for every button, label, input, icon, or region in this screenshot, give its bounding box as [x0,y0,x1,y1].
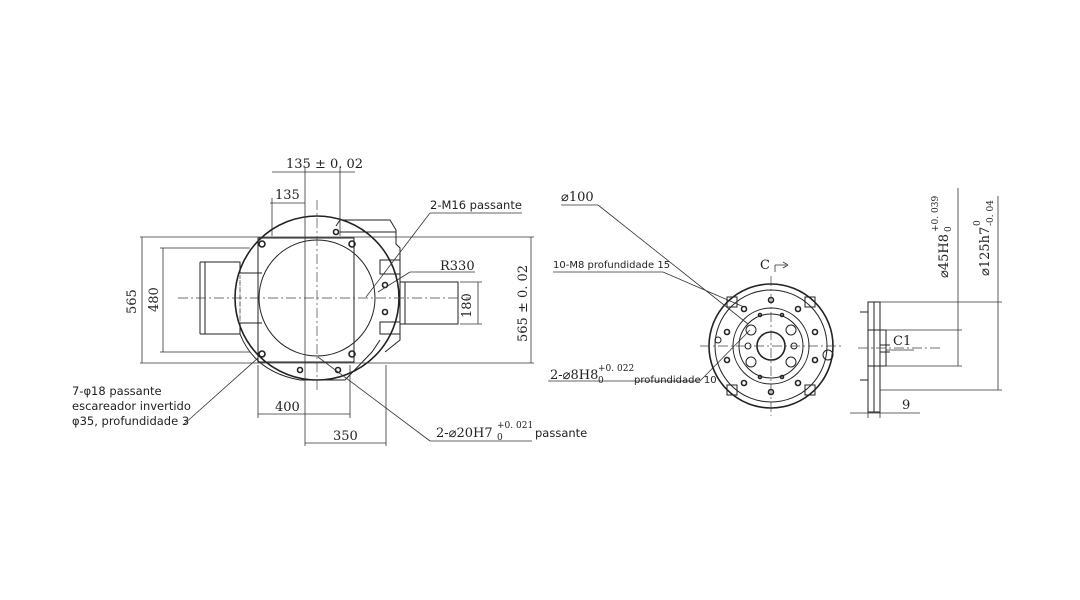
dim-d125: ⌀125h7 [978,227,993,276]
dim-c1: C1 [893,334,911,349]
dim-d45: ⌀45H8 [937,234,952,278]
note-pin20-lower: 0 [497,433,503,443]
output-shaft [399,281,459,325]
dim-480: 480 [147,287,162,312]
note-pin8-suffix: profundidade 10 [634,375,717,386]
mounting-flange [257,237,355,363]
dim-135: 135 [275,188,300,203]
dim-d45-lower: 0 [944,226,954,232]
note-holes-line3: φ35, profundidade 3 [72,414,189,428]
note-holes-line1: 7-φ18 passante [72,384,162,398]
dim-400: 400 [275,400,300,415]
section-view [850,188,1002,418]
main-view-dimensions [140,168,534,446]
dim-d125-lower: -0. 04 [986,200,996,226]
note-holes-line2: escareador invertido [72,399,191,413]
note-pin20-suffix: passante [535,426,587,440]
note-pin20: 2-⌀20H7 [436,426,493,441]
note-pin8-upper: +0. 022 [598,364,634,374]
dim-565: 565 [125,289,140,314]
flange-view [548,204,842,416]
main-view [178,200,470,390]
note-pin20-upper: +0. 021 [497,421,533,431]
dim-r330: R330 [440,259,475,274]
dim-d125-upper: 0 [973,220,983,226]
dim-565-tolerance: 565 ± 0. 02 [516,265,531,342]
note-m16: 2-M16 passante [430,198,522,212]
dim-d45-upper: +0. 039 [931,196,941,232]
note-pin8-lower: 0 [598,376,604,386]
dim-180: 180 [460,293,475,318]
dim-9: 9 [902,398,910,413]
note-pin8: 2-⌀8H8 [550,368,598,383]
section-mark-c: C [760,258,770,273]
dim-135-tolerance: 135 ± 0. 02 [286,157,363,172]
dim-350: 350 [333,429,358,444]
note-m8: 10-M8 profundidade 15 [553,260,670,271]
dim-d100: ⌀100 [561,190,594,205]
